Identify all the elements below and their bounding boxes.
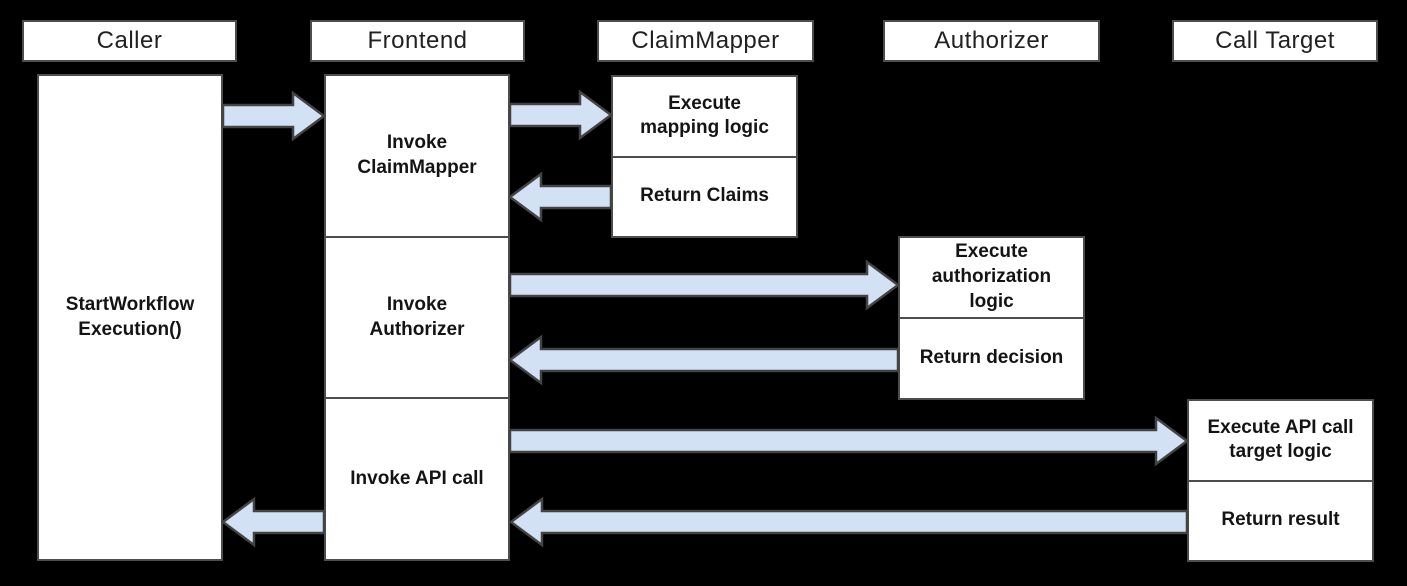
activity-authorizer: Execute authorization logic Return decis… bbox=[898, 236, 1085, 400]
step-startworkflowexecution: StartWorkflow Execution() bbox=[65, 293, 195, 340]
lane-header-caller-label: Caller bbox=[96, 27, 163, 54]
lane-header-calltarget-label: Call Target bbox=[1215, 27, 1335, 54]
activity-frontend: Invoke ClaimMapper Invoke Authorizer Inv… bbox=[324, 74, 510, 561]
arrow-frontend-to-claimmapper-icon bbox=[508, 89, 614, 141]
lane-header-calltarget: Call Target bbox=[1172, 20, 1378, 62]
lane-header-claimmapper: ClaimMapper bbox=[597, 20, 814, 62]
lane-header-claimmapper-label: ClaimMapper bbox=[631, 27, 780, 54]
activity-calltarget: Execute API call target logic Return res… bbox=[1187, 399, 1374, 562]
lane-header-authorizer: Authorizer bbox=[883, 20, 1100, 62]
step-invoke-api-call: Invoke API call bbox=[326, 397, 508, 559]
step-execute-authorization-logic: Execute authorization logic bbox=[931, 241, 1052, 312]
step-invoke-authorizer: Invoke Authorizer bbox=[326, 235, 508, 398]
lane-header-caller: Caller bbox=[22, 20, 237, 62]
step-execute-mapping-logic: Execute mapping logic bbox=[640, 92, 769, 139]
arrow-frontend-to-calltarget-icon bbox=[508, 415, 1190, 467]
step-return-decision: Return decision bbox=[900, 317, 1083, 398]
lane-header-frontend: Frontend bbox=[310, 20, 525, 62]
step-execute-api-call-target-logic: Execute API call target logic bbox=[1207, 416, 1354, 463]
arrow-frontend-to-authorizer-icon bbox=[508, 259, 901, 311]
arrow-authorizer-to-frontend-icon bbox=[507, 334, 900, 386]
arrow-calltarget-to-frontend-icon bbox=[508, 496, 1189, 548]
step-return-result: Return result bbox=[1189, 479, 1372, 561]
lane-header-authorizer-label: Authorizer bbox=[934, 27, 1049, 54]
activity-claimmapper: Execute mapping logic Return Claims bbox=[611, 75, 798, 238]
activity-caller: StartWorkflow Execution() bbox=[37, 74, 223, 561]
lane-header-frontend-label: Frontend bbox=[367, 27, 468, 54]
arrow-frontend-to-caller-icon bbox=[220, 496, 326, 548]
step-return-claims: Return Claims bbox=[613, 155, 796, 237]
step-invoke-claimmapper: Invoke ClaimMapper bbox=[357, 132, 477, 178]
arrow-claimmapper-to-frontend-icon bbox=[507, 171, 613, 223]
arrow-caller-to-frontend-icon bbox=[221, 90, 327, 142]
